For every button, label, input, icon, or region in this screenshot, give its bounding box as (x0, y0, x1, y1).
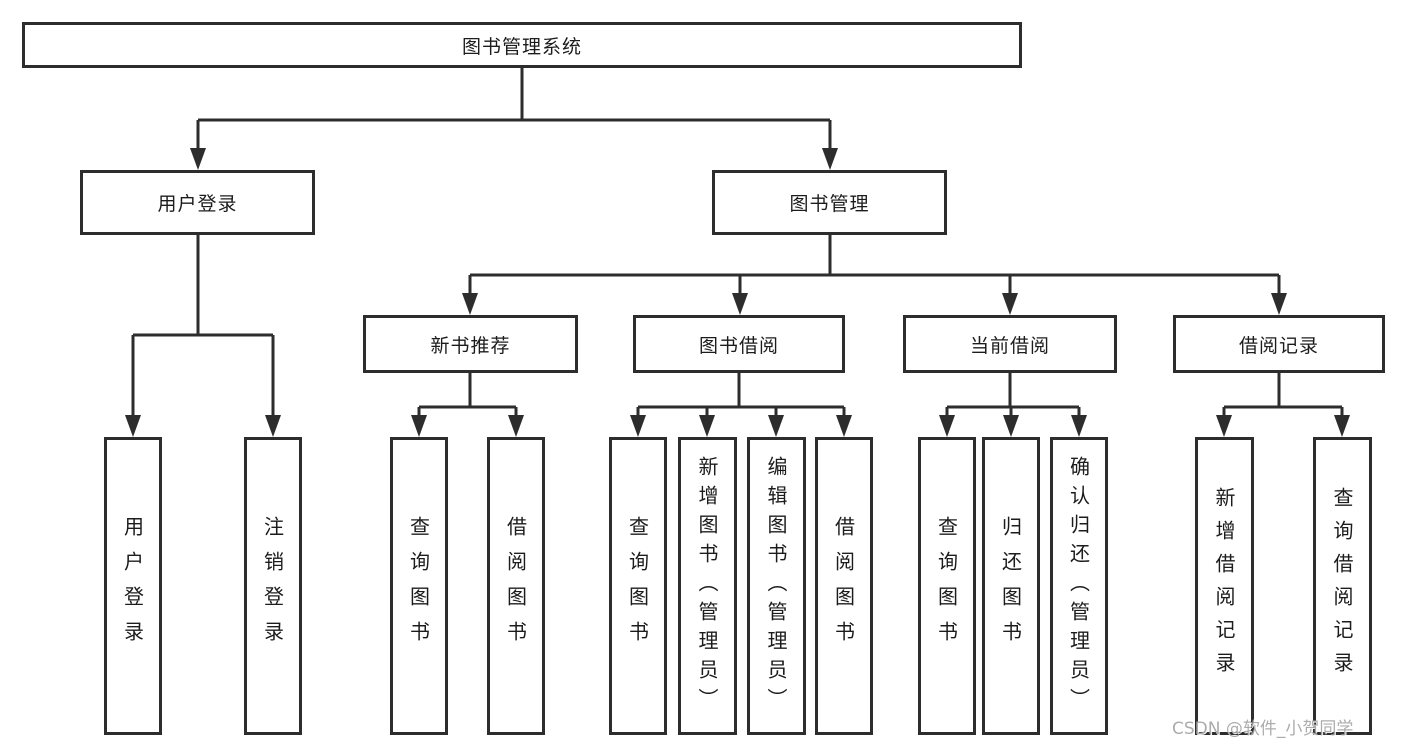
node-current-borrow: 当前借阅 (903, 315, 1117, 373)
node-label: 归还图书 (998, 516, 1023, 656)
node-label: 新书推荐 (430, 334, 511, 357)
leaf-query-borrow-record: 查询借阅记录 (1313, 437, 1372, 735)
node-label: 编辑图书（管理员） (764, 455, 788, 717)
watermark: CSDN @软件_小贺同学 (1172, 719, 1354, 739)
leaf-confirm-return-admin: 确认归还（管理员） (1050, 437, 1108, 735)
leaf-add-book-admin: 新增图书（管理员） (678, 437, 737, 735)
node-label: 注销登录 (260, 516, 285, 656)
node-new-book-recommend: 新书推荐 (363, 315, 578, 373)
leaf-query-books-current: 查询图书 (918, 437, 976, 735)
leaf-return-books: 归还图书 (982, 437, 1040, 735)
node-label: 查询图书 (934, 516, 959, 656)
node-borrow-records: 借阅记录 (1173, 315, 1385, 373)
node-label: 当前借阅 (969, 334, 1050, 357)
node-label: 用户登录 (157, 193, 238, 215)
node-label: 借阅记录 (1238, 334, 1319, 357)
node-user-login: 用户登录 (80, 170, 315, 235)
node-label: 新增借阅记录 (1212, 487, 1236, 685)
leaf-query-books-newbook: 查询图书 (390, 437, 448, 735)
leaf-borrow-books: 借阅图书 (815, 437, 873, 735)
node-label: 确认归还（管理员） (1066, 455, 1091, 717)
leaf-query-books-borrow: 查询图书 (609, 437, 667, 735)
node-label: 借阅图书 (831, 516, 856, 656)
node-root: 图书管理系统 (22, 22, 1022, 68)
leaf-logout: 注销登录 (244, 437, 302, 735)
node-label: 图书管理系统 (461, 35, 582, 58)
leaf-edit-book-admin: 编辑图书（管理员） (747, 437, 806, 735)
node-label: 新增图书（管理员） (695, 455, 719, 717)
leaf-add-borrow-record: 新增借阅记录 (1195, 437, 1254, 735)
node-label: 查询图书 (625, 516, 650, 656)
node-book-borrow: 图书借阅 (633, 315, 845, 373)
leaf-borrow-books-newbook: 借阅图书 (487, 437, 545, 735)
node-label: 查询借阅记录 (1330, 487, 1354, 685)
node-label: 图书管理 (789, 193, 870, 215)
node-label: 图书借阅 (698, 334, 779, 357)
node-book-management: 图书管理 (712, 170, 947, 235)
node-label: 借阅图书 (503, 516, 528, 656)
node-label: 查询图书 (406, 516, 431, 656)
node-label: 用户登录 (120, 516, 145, 656)
leaf-user-login: 用户登录 (104, 437, 162, 735)
